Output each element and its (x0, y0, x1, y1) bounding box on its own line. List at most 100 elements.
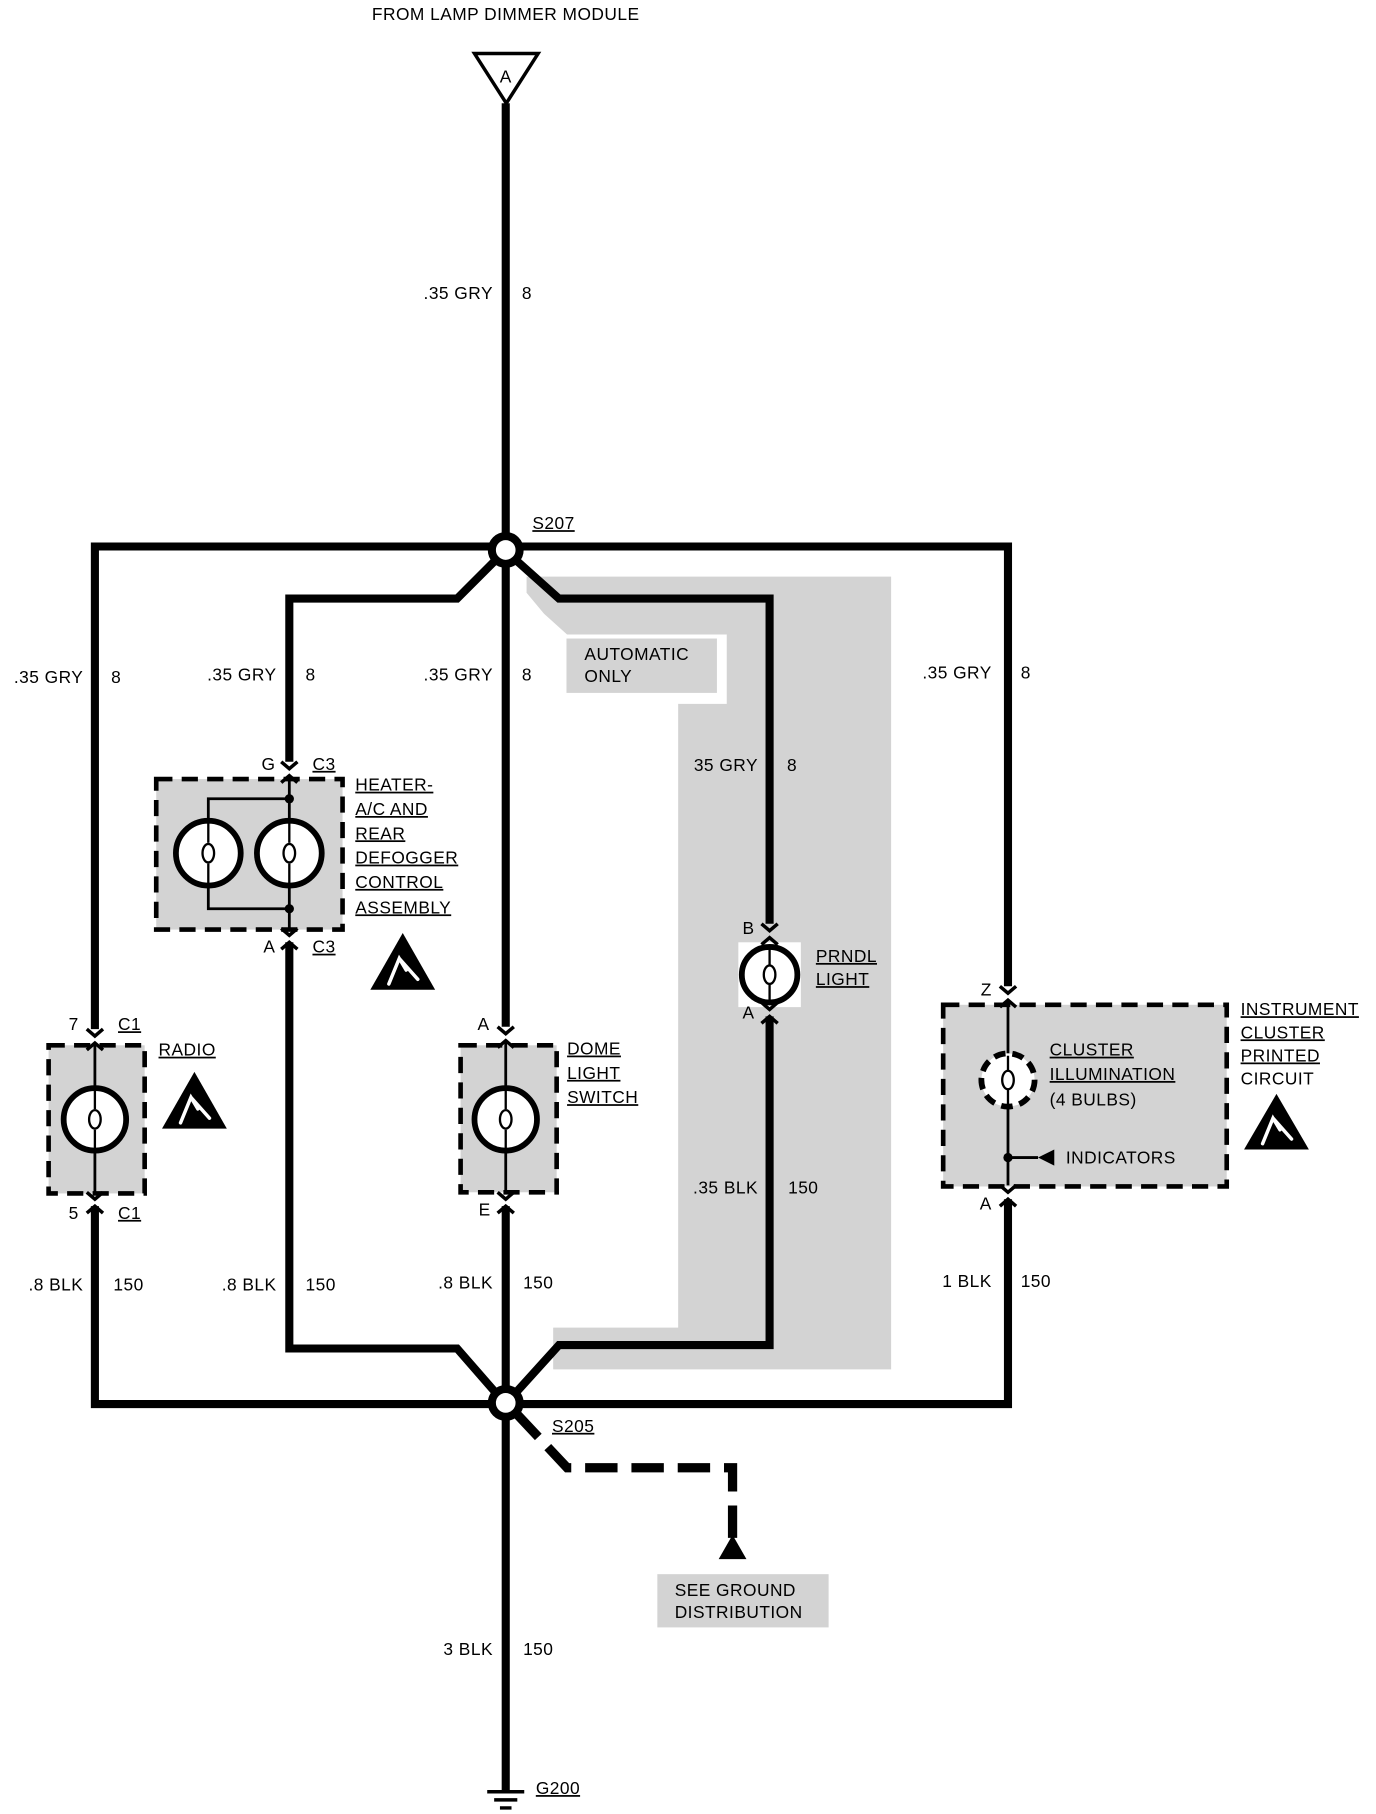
automatic-only-label-box (563, 635, 721, 697)
wire-ground-distribution (512, 1410, 738, 1543)
wire-label-circuit: 150 (1021, 1271, 1051, 1291)
radio-pin-bottom: 5 (69, 1203, 79, 1223)
dome-name-line: SWITCH (567, 1087, 638, 1107)
wire-label-circuit: 8 (111, 667, 121, 687)
source-connector-icon (471, 51, 542, 107)
ground-id-label: G200 (536, 1778, 580, 1798)
dome-connector-bottom (496, 1190, 515, 1215)
source-connector-letter: A (500, 66, 512, 86)
radio-connector-bottom-label: C1 (118, 1203, 141, 1223)
wire-label-size: 3 BLK (443, 1639, 493, 1659)
heater-bulb-right-icon (254, 817, 325, 889)
radio-name: RADIO (159, 1040, 216, 1060)
wire-label-circuit: 150 (523, 1639, 553, 1659)
cluster-name-line: CIRCUIT (1241, 1069, 1315, 1089)
prndl-bulb-icon (738, 944, 801, 1006)
dome-pin-bottom: E (479, 1199, 491, 1219)
heater-pin-bottom: A (263, 937, 275, 957)
cluster-connector-bottom (998, 1184, 1018, 1208)
ground-distribution-arrow-icon (718, 1534, 747, 1560)
esd-warning-icon (370, 933, 436, 990)
radio-pin-top: 7 (69, 1014, 79, 1034)
esd-warning-icon (162, 1071, 227, 1129)
dome-name-line: DOME (567, 1039, 621, 1059)
wire-upper-bus (90, 542, 1013, 1030)
prndl-pin-top: B (743, 918, 755, 938)
cluster-inner-line: CLUSTER (1050, 1040, 1134, 1060)
wire-label-circuit: 150 (788, 1177, 818, 1197)
wire-label-size: 35 GRY (694, 755, 758, 775)
dome-bulb-icon (471, 1085, 540, 1154)
cluster-pin-top: Z (981, 980, 992, 1000)
heater-connector-bottom (280, 927, 299, 951)
cluster-inner-line: (4 BULBS) (1050, 1089, 1137, 1109)
wire-label-size: .35 GRY (424, 283, 493, 303)
wire-lower-bus (90, 1199, 1013, 1409)
distribution-label: DISTRIBUTION (675, 1602, 803, 1622)
prndl-connector-top (760, 922, 779, 946)
see-ground-label: SEE GROUND (675, 1580, 796, 1600)
esd-warning-icon (1244, 1093, 1309, 1150)
radio-connector-top-label: C1 (118, 1014, 141, 1034)
dome-name-line: LIGHT (567, 1063, 620, 1083)
wire-label-size: .8 BLK (438, 1272, 493, 1292)
wire-label-size: .35 GRY (14, 667, 83, 687)
automatic-only-region (526, 576, 892, 1370)
wire-label-size: .35 GRY (922, 662, 991, 682)
wire-prndl-feed (512, 556, 774, 924)
cluster-pin-bottom: A (980, 1194, 992, 1214)
only-label: ONLY (584, 666, 632, 686)
wire-prndl-ground (511, 1016, 774, 1397)
heater-name-line: DEFOGGER (355, 848, 458, 868)
heater-bulb-left-icon (173, 817, 244, 889)
radio-connector-bottom (85, 1190, 105, 1215)
automatic-label: AUTOMATIC (584, 644, 689, 664)
ground-icon (487, 1790, 525, 1810)
wire-label-size: .35 BLK (693, 1177, 758, 1197)
cluster-inner-line: ILLUMINATION (1050, 1064, 1176, 1084)
cluster-bulb-icon (978, 1050, 1038, 1110)
splice-s205-label: S205 (552, 1416, 594, 1436)
heater-connector-bottom-label: C3 (312, 937, 335, 957)
see-ground-distribution-box (657, 1574, 829, 1628)
cluster-indicator-junction (1003, 1152, 1013, 1163)
splice-s207 (487, 532, 524, 568)
splice-s205 (487, 1384, 524, 1421)
wire-label-circuit: 150 (113, 1275, 143, 1295)
wire-label-circuit: 8 (1021, 662, 1031, 682)
wire-heater-feed (285, 556, 500, 762)
splice-s207-label: S207 (532, 513, 574, 533)
heater-name-line: A/C AND (355, 799, 428, 819)
wire-label-circuit: 150 (306, 1275, 336, 1295)
heater-connector-top-label: C3 (312, 754, 335, 774)
wire-label-circuit: 8 (787, 755, 797, 775)
heater-junction-top (284, 794, 294, 804)
prndl-name-line: PRNDL (816, 946, 877, 966)
wire-label-circuit: 150 (523, 1272, 553, 1292)
wire-label-size: .35 GRY (424, 665, 493, 685)
wire-label-size: .35 GRY (207, 665, 276, 685)
source-label: FROM LAMP DIMMER MODULE (372, 4, 640, 24)
dome-pin-top: A (477, 1014, 489, 1034)
cluster-name-line: CLUSTER (1241, 1022, 1325, 1042)
wire-label-circuit: 8 (522, 283, 532, 303)
wire-heater-ground (285, 942, 500, 1397)
wire-label-circuit: 8 (306, 665, 316, 685)
wire-label-circuit: 8 (522, 665, 532, 685)
heater-name-line: ASSEMBLY (355, 897, 451, 917)
heater-junction-bottom (284, 904, 294, 914)
prndl-pin-bottom: A (743, 1003, 755, 1023)
wire-label-size: .8 BLK (28, 1275, 83, 1295)
radio-bulb-icon (60, 1085, 130, 1154)
cluster-name-line: INSTRUMENT (1241, 999, 1359, 1019)
heater-name-line: HEATER- (355, 775, 433, 795)
cluster-internal-wiring (1006, 1000, 1039, 1186)
prndl-name-line: LIGHT (816, 969, 869, 989)
heater-name-line: CONTROL (355, 872, 443, 892)
indicators-arrow-icon (1038, 1149, 1055, 1166)
heater-name-line: REAR (355, 823, 405, 843)
wire-label-size: .8 BLK (222, 1275, 277, 1295)
cluster-name-line: PRINTED (1241, 1045, 1320, 1065)
indicators-label: INDICATORS (1066, 1147, 1176, 1167)
